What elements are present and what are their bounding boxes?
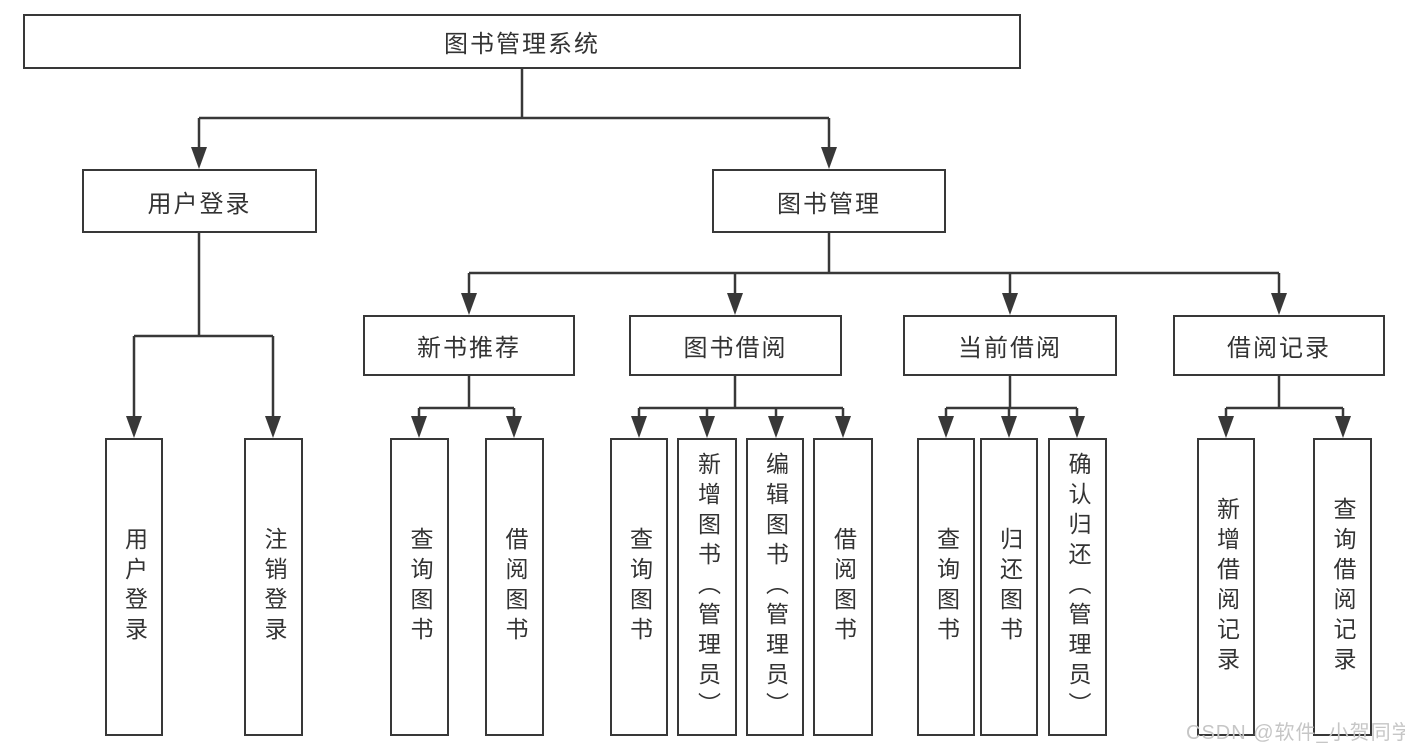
node-new-book-recommend: 新书推荐	[363, 315, 575, 376]
node-user-login: 用户登录	[82, 169, 317, 233]
arrowhead-icon	[699, 416, 715, 438]
leaf-confirm-return-admin: 确认归还（管理员）	[1048, 438, 1107, 736]
leaf-user-login: 用户登录	[105, 438, 163, 736]
arrowhead-icon	[191, 147, 207, 169]
edge-user-login-children	[126, 233, 281, 438]
arrowhead-icon	[821, 147, 837, 169]
leaf-label: 查询图书	[407, 527, 433, 647]
arrowhead-icon	[461, 293, 477, 315]
leaf-query-books-borrowing: 查询图书	[610, 438, 668, 736]
leaf-label: 新增借阅记录	[1213, 497, 1240, 677]
leaf-edit-books-admin: 编辑图书（管理员）	[746, 438, 804, 736]
leaf-label: 编辑图书（管理员）	[762, 452, 789, 722]
node-current-borrowing: 当前借阅	[903, 315, 1117, 376]
leaf-return-books: 归还图书	[980, 438, 1038, 736]
arrowhead-icon	[1069, 416, 1085, 438]
arrowhead-icon	[265, 416, 281, 438]
arrowhead-icon	[631, 416, 647, 438]
arrowhead-icon	[938, 416, 954, 438]
leaf-label: 借阅图书	[830, 527, 857, 647]
leaf-label: 新增图书（管理员）	[694, 452, 721, 722]
arrowhead-icon	[506, 416, 522, 438]
edge-book-borrowing-children	[631, 376, 851, 438]
edge-book-management-children	[461, 233, 1287, 315]
edge-new-book-recommend-children	[411, 376, 522, 438]
leaf-label: 确认归还（管理员）	[1065, 452, 1091, 722]
node-book-borrowing: 图书借阅	[629, 315, 842, 376]
node-book-management: 图书管理	[712, 169, 946, 233]
node-root-system: 图书管理系统	[23, 14, 1021, 69]
leaf-logout: 注销登录	[244, 438, 303, 736]
leaf-label: 查询借阅记录	[1330, 497, 1356, 677]
arrowhead-icon	[835, 416, 851, 438]
edge-borrowing-records-children	[1218, 376, 1351, 438]
arrowhead-icon	[768, 416, 784, 438]
edge-current-borrowing-children	[938, 376, 1085, 438]
arrowhead-icon	[1001, 416, 1017, 438]
arrowhead-icon	[1271, 293, 1287, 315]
leaf-label: 归还图书	[996, 527, 1023, 647]
leaf-query-books-recommend: 查询图书	[390, 438, 449, 736]
node-borrowing-records: 借阅记录	[1173, 315, 1385, 376]
leaf-query-books-current: 查询图书	[917, 438, 975, 736]
arrowhead-icon	[126, 416, 142, 438]
leaf-borrow-books-recommend: 借阅图书	[485, 438, 544, 736]
leaf-add-borrow-record: 新增借阅记录	[1197, 438, 1255, 736]
leaf-label: 借阅图书	[502, 527, 528, 647]
arrowhead-icon	[727, 293, 743, 315]
leaf-query-borrow-record: 查询借阅记录	[1313, 438, 1372, 736]
arrowhead-icon	[1002, 293, 1018, 315]
leaf-label: 注销登录	[261, 527, 287, 647]
leaf-add-books-admin: 新增图书（管理员）	[677, 438, 737, 736]
leaf-label: 查询图书	[626, 527, 653, 647]
leaf-label: 查询图书	[933, 527, 960, 647]
leaf-borrow-books: 借阅图书	[813, 438, 873, 736]
csdn-watermark: CSDN @软件_小贺同学	[1186, 722, 1405, 744]
arrowhead-icon	[1335, 416, 1351, 438]
leaf-label: 用户登录	[121, 527, 148, 647]
arrowhead-icon	[1218, 416, 1234, 438]
arrowhead-icon	[411, 416, 427, 438]
edge-root-to-level2	[191, 69, 837, 169]
